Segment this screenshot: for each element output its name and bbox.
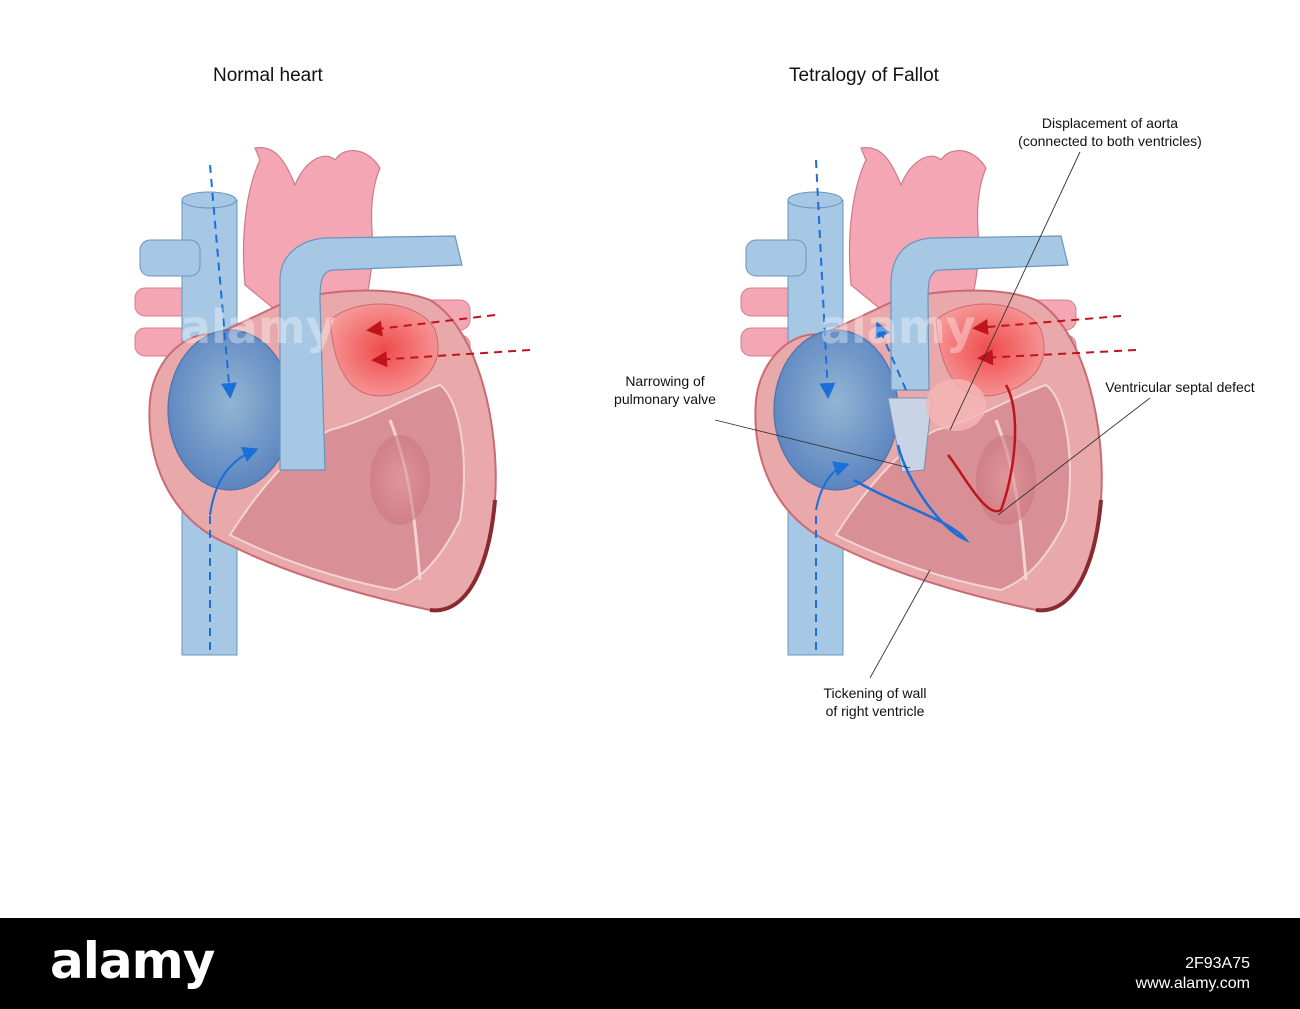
wall-label-line1: Tickening of wall [800, 684, 950, 702]
image-id: 2F93A75 www.alamy.com [1136, 954, 1250, 994]
watermark-overlay: alamy [180, 300, 336, 354]
wall-label: Tickening of wall of right ventricle [800, 684, 950, 720]
aorta-label-line2: (connected to both ventricles) [980, 132, 1240, 150]
vsd-region [926, 379, 986, 431]
normal-heart-illustration [135, 148, 530, 655]
pulmonary-label-line1: Narrowing of [595, 372, 735, 390]
aorta-label-line1: Displacement of aorta [980, 114, 1240, 132]
watermark-overlay: alamy [820, 300, 976, 354]
wall-label-line2: of right ventricle [800, 702, 950, 720]
vsd-label: Ventricular septal defect [1080, 378, 1280, 396]
aorta-label: Displacement of aorta (connected to both… [980, 114, 1240, 150]
tof-heart-illustration [741, 148, 1136, 655]
pulmonary-label: Narrowing of pulmonary valve [595, 372, 735, 408]
pulmonary-label-line2: pulmonary valve [595, 390, 735, 408]
tof-title: Tetralogy of Fallot [789, 65, 939, 87]
image-id-code: 2F93A75 [1136, 954, 1250, 974]
normal-heart-title: Normal heart [213, 65, 323, 87]
diagram-stage: Normal heart Tetralogy of Fallot Displac… [0, 0, 1300, 918]
watermark-bar: alamy 2F93A75 www.alamy.com [0, 918, 1300, 1009]
image-url: www.alamy.com [1136, 974, 1250, 994]
wall-leader-line [870, 570, 930, 678]
alamy-logo: alamy [50, 932, 214, 990]
